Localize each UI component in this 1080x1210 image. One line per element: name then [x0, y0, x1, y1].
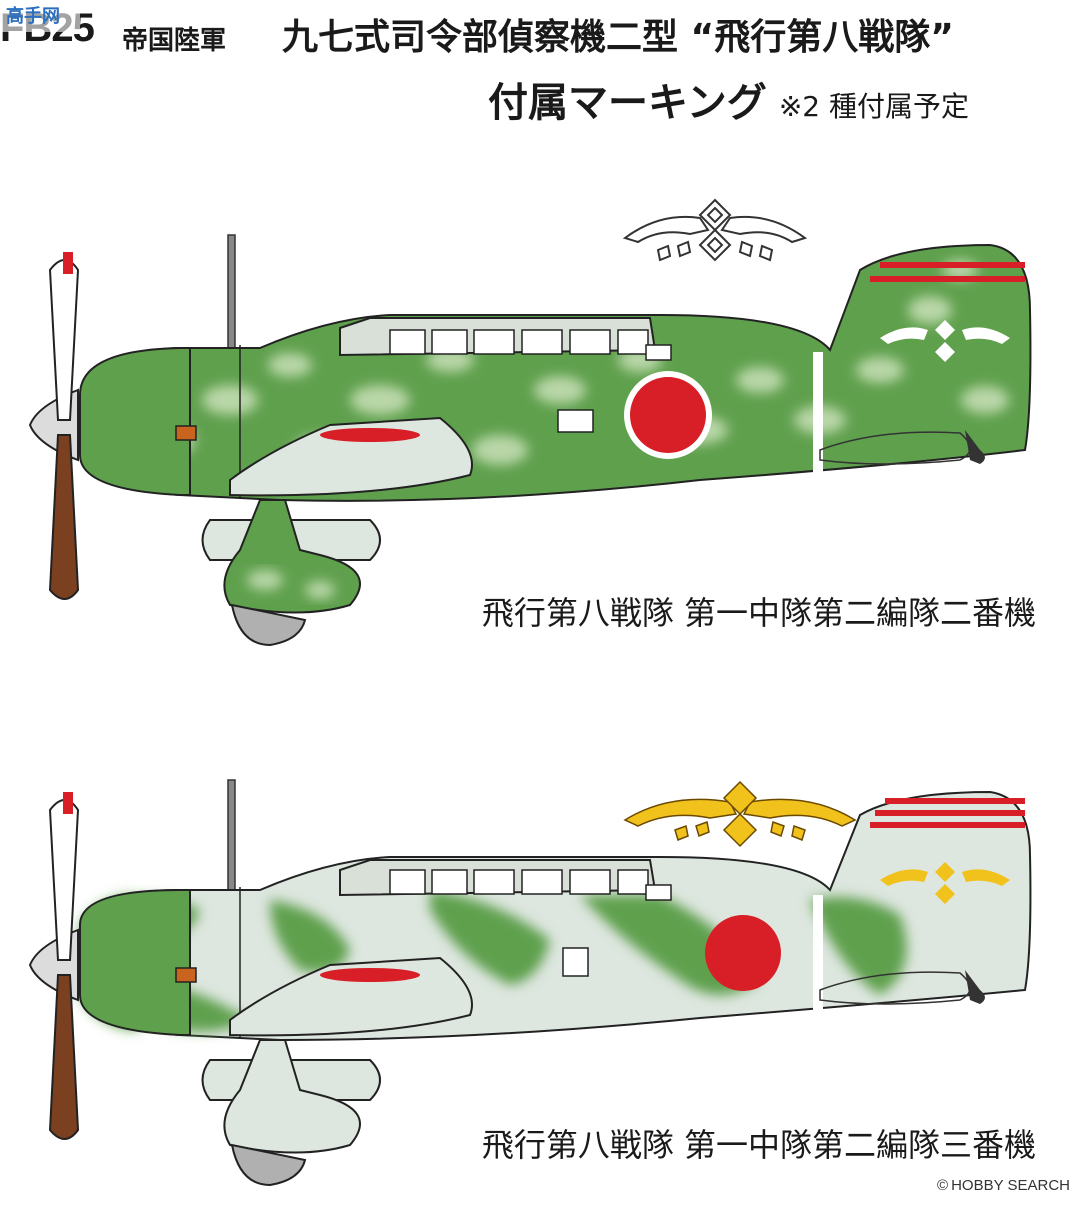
site-logo: 高手网 — [2, 2, 80, 32]
page-header: FB25 帝国陸軍 九七式司令部偵察機二型 “飛行第八戦隊” — [0, 4, 1080, 58]
hinomaru-fuselage-2 — [705, 915, 781, 991]
fuselage-1 — [79, 243, 1032, 502]
title-army: 帝国陸軍 — [122, 26, 227, 56]
caption-aircraft-1: 飛行第八戦隊 第一中隊第二編隊二番機 — [481, 594, 1036, 632]
propeller-blade-bottom — [48, 434, 80, 600]
caption-aircraft-2: 飛行第八戦隊 第一中隊第二編隊三番機 — [481, 1126, 1036, 1164]
aircraft-1-profile — [28, 234, 1032, 647]
wheel-2 — [230, 1143, 307, 1187]
watermark-text: HOBBY SEARCH — [951, 1177, 1070, 1194]
wheel-spat-2 — [223, 1039, 361, 1154]
squadron-emblem-yellow — [623, 780, 857, 848]
watermark-icon: © — [937, 1177, 949, 1194]
exhaust-1 — [175, 425, 197, 441]
site-logo-text: 高手网 — [6, 5, 60, 27]
squadron-emblem-white — [622, 198, 808, 262]
subtitle: 付属マーキング ※2 種付属予定 — [488, 70, 969, 128]
propeller-blade-bottom-2 — [48, 974, 80, 1140]
subtitle-note: ※2 種付属予定 — [778, 90, 969, 123]
title-aircraft: 九七式司令部偵察機二型 “飛行第八戦隊” — [282, 17, 954, 58]
fuselage-2 — [79, 790, 1032, 1042]
antenna-mast — [227, 234, 236, 366]
subtitle-main: 付属マーキング — [488, 80, 767, 126]
aircraft-2-profile — [28, 779, 1032, 1187]
exhaust-2 — [175, 967, 197, 983]
hobby-search-watermark: © HOBBY SEARCH — [937, 1177, 1070, 1194]
hinomaru-fuselage — [630, 377, 706, 453]
wheel-1 — [230, 603, 307, 647]
